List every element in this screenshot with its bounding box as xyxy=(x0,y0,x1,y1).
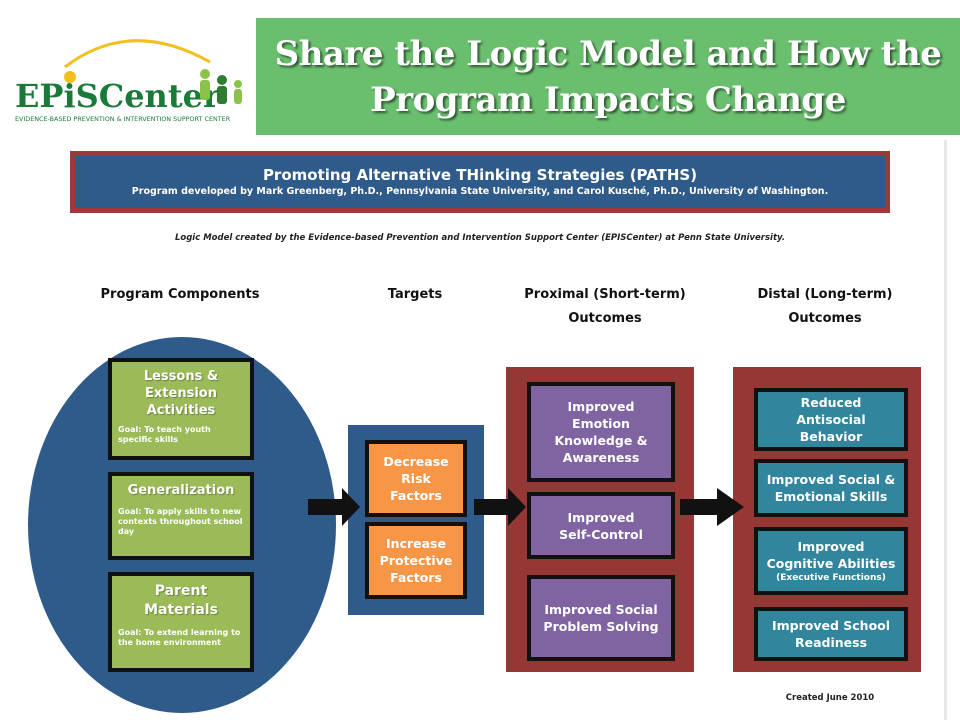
component-lessons-title: Lessons & Extension Activities xyxy=(143,369,219,418)
proximal-social-problem-solving: Improved Social Problem Solving xyxy=(527,575,675,661)
distal-cognitive-note: (Executive Functions) xyxy=(776,573,886,583)
distal-outcomes-panel: Reduced Antisocial Behavior Improved Soc… xyxy=(733,367,921,672)
episcenter-logo-graphic: EPiSCenter EVIDENCE-BASED PREVENTION & I… xyxy=(15,39,242,123)
component-generalization-goal: Goal: To apply skills to new contexts th… xyxy=(118,507,243,536)
heading-distal-line-1: Distal (Long-term) xyxy=(757,287,893,302)
component-parent-materials: Parent Materials Goal: To extend learnin… xyxy=(108,572,254,672)
logo-tagline: EVIDENCE-BASED PREVENTION & INTERVENTION… xyxy=(15,115,231,123)
episcenter-logo: EPiSCenter EVIDENCE-BASED PREVENTION & I… xyxy=(10,22,255,132)
image-edge-divider xyxy=(944,140,947,720)
component-parent-goal: Goal: To extend learning to the home env… xyxy=(118,628,241,647)
component-generalization-title: Generalization xyxy=(127,483,235,498)
component-parent-title: Parent Materials xyxy=(144,583,218,618)
title-line-2: Program Impacts Change xyxy=(370,79,846,120)
heading-proximal-line-1: Proximal (Short-term) xyxy=(524,287,686,302)
created-date: Created June 2010 xyxy=(785,693,875,703)
arrow-components-to-targets xyxy=(308,488,360,526)
heading-targets: Targets xyxy=(387,287,443,302)
distal-school-readiness-title: Improved School Readiness xyxy=(771,618,891,650)
heading-program-components: Program Components xyxy=(100,287,260,302)
proximal-outcomes-panel: Improved Emotion Knowledge & Awareness I… xyxy=(506,367,694,672)
program-components-oval: Lessons & Extension Activities Goal: To … xyxy=(28,337,336,713)
heading-distal-line-2: Outcomes xyxy=(788,311,862,326)
component-generalization: Generalization Goal: To apply skills to … xyxy=(108,472,254,560)
target-decrease-risk: Decrease Risk Factors xyxy=(365,440,467,517)
logic-model-credit: Logic Model created by the Evidence-base… xyxy=(174,233,786,243)
logo-wordmark: EPiSCenter xyxy=(15,77,221,115)
proximal-emotion-knowledge: Improved Emotion Knowledge & Awareness xyxy=(527,382,675,482)
distal-reduced-antisocial: Reduced Antisocial Behavior xyxy=(754,388,908,451)
distal-social-emotional-title: Improved Social & Emotional Skills xyxy=(766,472,896,504)
people-icon xyxy=(200,69,242,104)
paths-header: Promoting Alternative THinking Strategie… xyxy=(70,151,890,213)
arrow-proximal-to-distal xyxy=(680,488,744,526)
component-lessons-goal: Goal: To teach youth specific skills xyxy=(118,425,211,444)
heading-proximal: Proximal (Short-term) Outcomes xyxy=(495,283,715,331)
heading-proximal-line-2: Outcomes xyxy=(568,311,642,326)
title-line-1: Share the Logic Model and How the xyxy=(274,33,942,74)
paths-subtitle: Program developed by Mark Greenberg, Ph.… xyxy=(131,186,829,197)
targets-panel: Decrease Risk Factors Increase Protectiv… xyxy=(348,425,484,615)
arrow-targets-to-proximal xyxy=(474,488,526,526)
distal-reduced-antisocial-title: Reduced Antisocial Behavior xyxy=(796,395,866,444)
distal-cognitive: Improved Cognitive Abilities (Executive … xyxy=(754,527,908,595)
distal-social-emotional: Improved Social & Emotional Skills xyxy=(754,459,908,517)
proximal-self-control: Improved Self-Control xyxy=(527,492,675,559)
component-lessons: Lessons & Extension Activities Goal: To … xyxy=(108,358,254,460)
paths-title: Promoting Alternative THinking Strategie… xyxy=(262,166,698,184)
title-banner: Share the Logic Model and How the Progra… xyxy=(256,18,960,135)
heading-distal: Distal (Long-term) Outcomes xyxy=(730,283,920,331)
distal-cognitive-title: Improved Cognitive Abilities xyxy=(766,539,896,571)
target-increase-protective: Increase Protective Factors xyxy=(365,522,467,599)
distal-school-readiness: Improved School Readiness xyxy=(754,607,908,661)
